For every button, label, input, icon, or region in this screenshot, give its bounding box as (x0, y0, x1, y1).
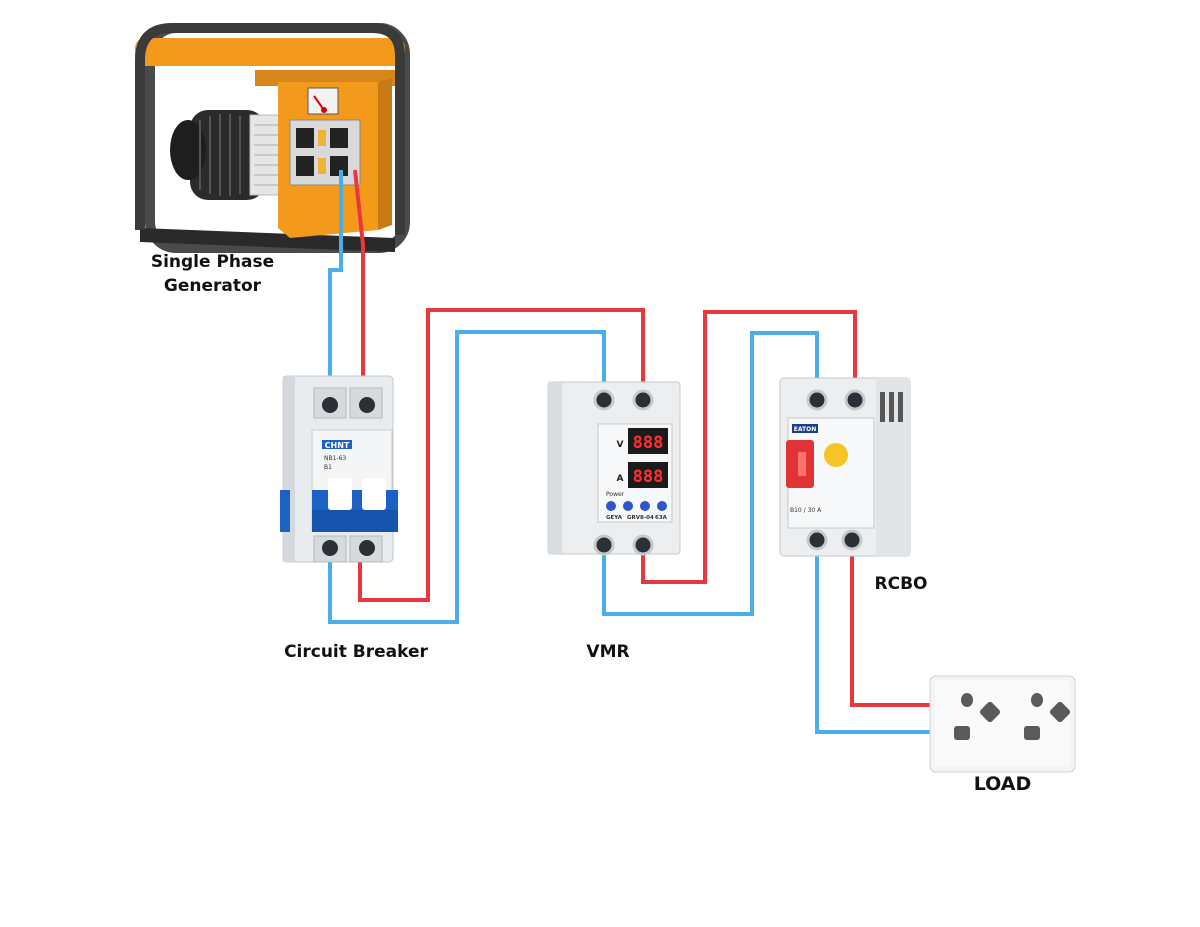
rcbo-rating: B10 / 30 A (790, 507, 822, 514)
vmr-unit-v: V (617, 440, 624, 450)
neutral-wire-vmr-to-rcbo (602, 331, 819, 616)
vmr-display-voltage: 888 (633, 433, 664, 453)
rcbo-label: RCBO (874, 574, 928, 594)
breaker-model: NB1-63 (324, 455, 346, 462)
vmr-model: GRV8-04 (627, 515, 654, 521)
live-wire-rcbo-to-load (850, 540, 952, 707)
load-label: LOAD (973, 773, 1032, 795)
generator-label-line2: Generator (163, 276, 262, 296)
generator-icon (135, 23, 410, 253)
socket-outlet-icon (929, 675, 1076, 773)
breaker-brand: CHNT (325, 441, 350, 450)
rcbo-brand: EATON (794, 426, 817, 433)
circuit-breaker-label: Circuit Breaker (284, 642, 428, 662)
live-wire-vmr-to-rcbo (641, 310, 857, 584)
vmr-unit-a: A (617, 474, 624, 484)
circuit-breaker-icon: CHNT NB1-63 B1 (280, 375, 398, 563)
live-wire-gen-to-cb (353, 169, 365, 405)
vmr-display-current: 888 (633, 467, 664, 487)
vmr-brand: GEYA (606, 515, 623, 521)
generator-label-line1: Single Phase (150, 252, 275, 272)
vmr-power-label: Power (606, 491, 625, 498)
neutral-wire-cb-to-vmr (328, 330, 606, 624)
neutral-wire-gen-to-cb (328, 170, 343, 405)
generator-label: Single Phase Generator (140, 250, 285, 298)
rcbo-icon: EATON B10 / 30 A (779, 377, 911, 557)
vmr-current: 63A (655, 515, 668, 521)
vmr-icon: 888 888 V A Power GEYA GRV8-04 63A (547, 381, 681, 556)
vmr-label: VMR (586, 642, 630, 662)
breaker-rating: B1 (324, 464, 332, 471)
neutral-wire-rcbo-to-load (815, 540, 960, 734)
